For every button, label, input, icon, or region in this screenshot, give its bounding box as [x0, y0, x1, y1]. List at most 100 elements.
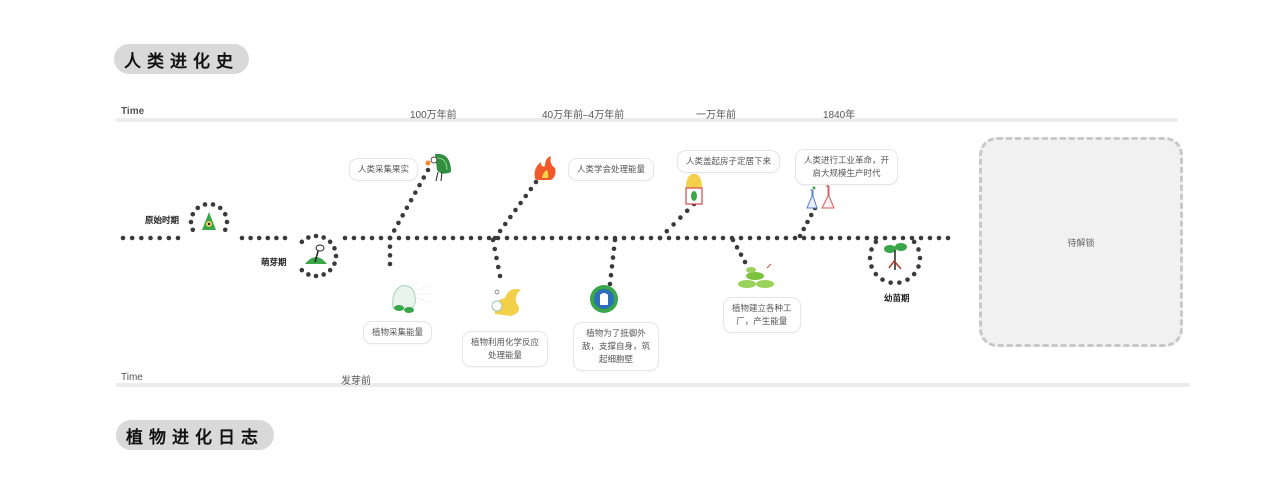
track-dot	[549, 235, 555, 241]
track-dot	[166, 235, 172, 241]
track-dot	[248, 235, 253, 241]
track-dot	[936, 235, 942, 241]
track-dot	[405, 235, 411, 241]
track-dot	[504, 235, 510, 241]
track-dot	[783, 235, 789, 241]
track-dot	[801, 226, 807, 232]
track-dot	[306, 272, 311, 277]
track-dot	[224, 219, 230, 225]
track-dot	[274, 235, 279, 241]
top-axis-tick: 一万年前	[696, 110, 736, 121]
track-dot	[333, 253, 339, 259]
track-dot	[450, 235, 456, 241]
track-dot	[819, 235, 825, 241]
track-dot	[190, 211, 196, 217]
track-dot	[265, 235, 271, 241]
human-event-industrial-revolution: 人类进行工业革命，开 启大规模生产时代	[795, 149, 899, 185]
track-dot	[523, 193, 529, 199]
track-dot	[684, 235, 690, 241]
peacock-bird-icon	[425, 153, 451, 182]
plant-event-chemical-reaction: 植物利用化学反应 处理能量	[462, 331, 549, 367]
stage-label-primitive: 原始时期	[145, 215, 180, 225]
track-dot	[774, 235, 780, 241]
track-dot	[327, 239, 333, 245]
locked-label: 待解锁	[1067, 237, 1095, 248]
track-dot	[387, 261, 393, 267]
top-time-axis	[116, 118, 1178, 122]
track-dot	[630, 235, 636, 241]
track-dot	[594, 235, 600, 241]
track-dot	[869, 264, 874, 269]
chemical-reaction-icon	[491, 289, 521, 316]
track-dot	[837, 235, 843, 241]
track-dot	[540, 235, 546, 241]
track-dot	[256, 235, 262, 241]
track-dot	[905, 277, 910, 282]
track-dot	[495, 264, 501, 270]
track-dot	[413, 190, 418, 195]
track-dot	[313, 273, 319, 279]
track-dot	[678, 215, 683, 220]
track-dot	[738, 252, 744, 257]
track-dot	[332, 246, 337, 251]
track-dot	[222, 211, 228, 217]
human-event-process-energy: 人类学会处理能量	[568, 158, 655, 181]
track-dot	[391, 228, 397, 233]
track-dot	[239, 235, 245, 241]
track-dot	[299, 239, 305, 245]
track-dot	[518, 200, 523, 206]
track-dot	[855, 235, 861, 241]
event-text-line: 厂，产生能量	[736, 316, 788, 326]
track-dot	[497, 273, 503, 279]
locked-stage-card[interactable]: 待解锁	[979, 137, 1183, 347]
track-dot	[190, 227, 196, 233]
track-dot	[639, 235, 645, 241]
track-dot	[327, 267, 333, 273]
track-dot	[648, 235, 654, 241]
track-dot	[927, 235, 933, 241]
track-dot	[351, 235, 357, 241]
event-text-line: 起细胞壁	[599, 354, 634, 364]
plant-event-leaf-factory: 植物建立各种工 厂，产生能量	[723, 297, 801, 333]
track-dot	[217, 205, 223, 211]
track-dot	[222, 227, 228, 233]
track-dot	[425, 167, 431, 173]
track-dot	[657, 235, 663, 241]
sprout-icon	[305, 244, 327, 264]
top-axis-tick: 100万年前	[410, 110, 457, 121]
track-dot	[828, 235, 834, 241]
track-dot	[404, 205, 410, 211]
track-dot	[533, 179, 539, 185]
track-dot	[421, 175, 427, 180]
track-dot	[387, 235, 393, 241]
track-dot	[730, 237, 736, 243]
track-dot	[916, 247, 921, 252]
event-text-line: 处理能量	[488, 350, 523, 360]
track-dot	[441, 235, 447, 241]
track-dot	[188, 219, 194, 225]
human-event-gather-fruit: 人类采集果实	[349, 158, 419, 181]
track-dot	[513, 207, 518, 213]
primitive-icon	[202, 212, 216, 230]
track-dot	[306, 235, 311, 240]
track-dot	[120, 235, 126, 241]
track-dot	[864, 235, 870, 241]
event-text-line: 植物利用化学反应	[471, 337, 540, 347]
track-dot	[711, 235, 717, 241]
track-dot	[342, 235, 348, 241]
track-dot	[210, 202, 216, 207]
track-dot	[468, 235, 474, 241]
plant-event-gather-energy: 植物采集能量	[363, 321, 433, 344]
track-dot	[734, 245, 740, 250]
track-dot	[867, 255, 873, 261]
track-dot	[396, 220, 401, 226]
track-dot	[423, 235, 429, 241]
track-dot	[880, 277, 885, 282]
track-dot	[756, 235, 762, 241]
track-dot	[909, 235, 915, 241]
track-dot	[508, 214, 513, 220]
track-dot	[611, 246, 617, 252]
track-dot	[408, 197, 414, 203]
track-dot	[282, 235, 288, 241]
event-text: 人类采集果实	[358, 164, 410, 174]
